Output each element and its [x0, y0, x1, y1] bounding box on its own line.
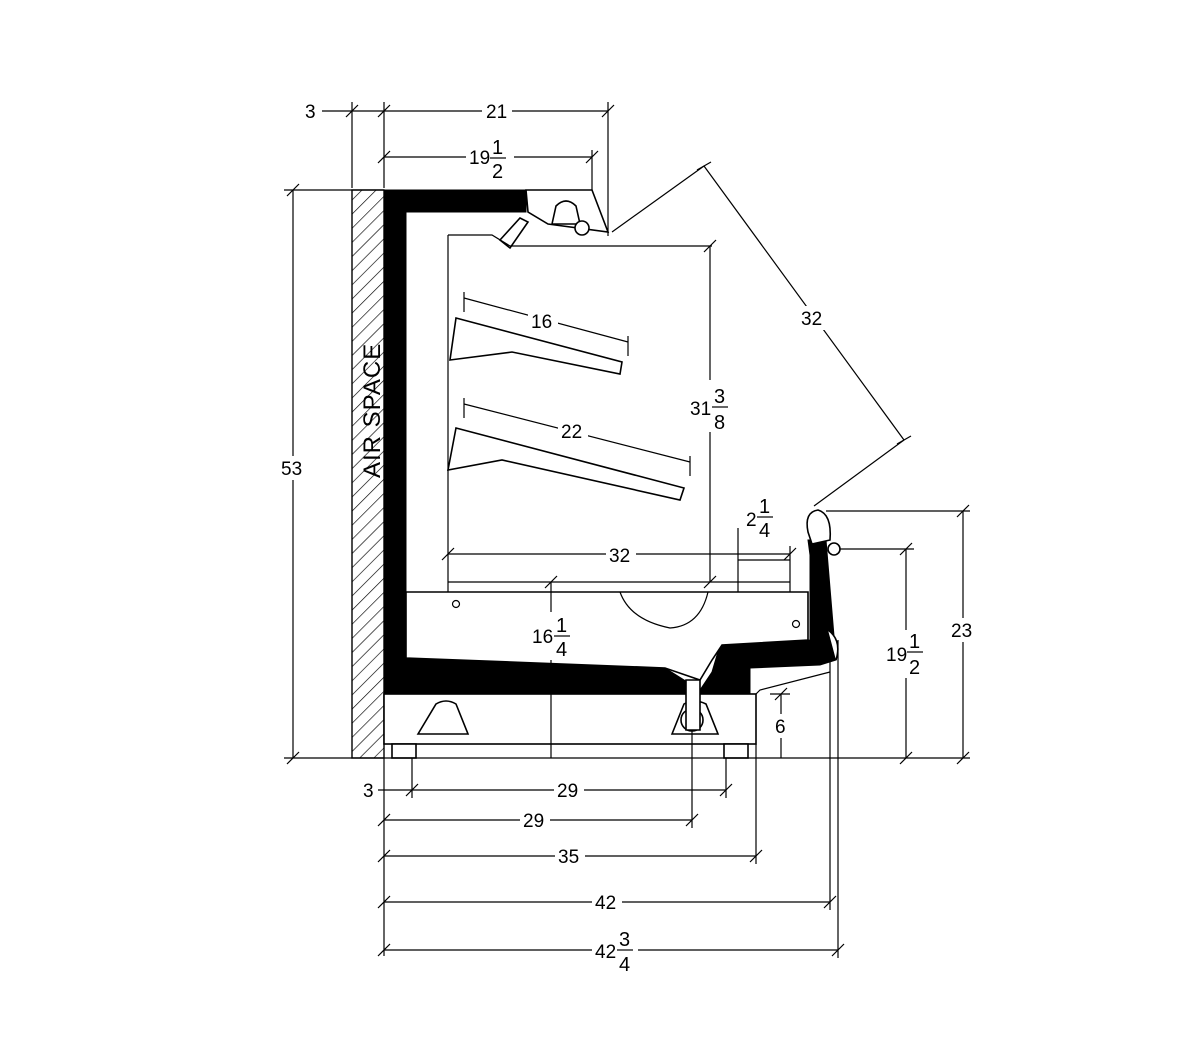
dim-top-inner-den: 2 — [492, 161, 503, 183]
dim-bumper-whole: 2 — [746, 510, 757, 531]
dim-display-height-den: 8 — [714, 412, 725, 434]
air-space-label: AIR SPACE — [359, 343, 386, 478]
dim-front-height-whole: 19 — [886, 645, 907, 666]
dim-overall-bumper-num: 3 — [619, 929, 630, 951]
dim-display-height-num: 3 — [714, 386, 725, 408]
dim-overall-depth: 42 — [595, 893, 616, 914]
dim-bumper-num: 1 — [759, 496, 770, 518]
dim-front-height-num: 1 — [909, 631, 920, 653]
dim-kick-height: 6 — [775, 717, 786, 738]
dim-base-height-den: 4 — [556, 639, 567, 661]
dim-shelf-upper: 16 — [531, 312, 552, 333]
front-bumper — [806, 509, 841, 661]
dim-total-height: 53 — [281, 459, 302, 480]
dim-diagonal-opening: 32 — [801, 309, 822, 330]
dim-top-width: 21 — [486, 102, 507, 123]
dim-base-height-whole: 16 — [532, 627, 553, 648]
dim-bottom-wall-gap: 3 — [363, 781, 374, 802]
case-shell — [383, 189, 837, 695]
dim-top-inner-num: 1 — [492, 137, 503, 159]
dim-shelf-lower: 22 — [561, 422, 582, 443]
dim-deck-depth: 32 — [609, 546, 630, 567]
lower-shelf — [446, 427, 686, 501]
dim-base-depth: 35 — [558, 847, 579, 868]
case-base — [383, 671, 831, 759]
dim-display-height-whole: 31 — [690, 399, 711, 420]
dim-front-total: 23 — [951, 621, 972, 642]
display-back-panel — [447, 235, 790, 592]
canopy-light-fixture — [448, 189, 610, 250]
dim-overall-bumper-den: 4 — [619, 954, 630, 976]
upper-shelf — [449, 316, 623, 375]
dim-top-wall-gap: 3 — [305, 102, 316, 123]
dim-drain-position: 29 — [523, 811, 544, 832]
dim-leg-span: 29 — [557, 781, 578, 802]
dim-front-height-den: 2 — [909, 657, 920, 679]
dim-base-height-num: 1 — [556, 615, 567, 637]
dim-bumper-den: 4 — [759, 520, 770, 542]
air-space-wall — [351, 189, 385, 759]
dimension-labels: 3 21 19 1 2 53 16 22 31 3 8 32 32 2 1 4 … — [278, 100, 978, 976]
dim-top-inner-whole: 19 — [469, 148, 490, 169]
dim-overall-bumper-whole: 42 — [595, 942, 616, 963]
